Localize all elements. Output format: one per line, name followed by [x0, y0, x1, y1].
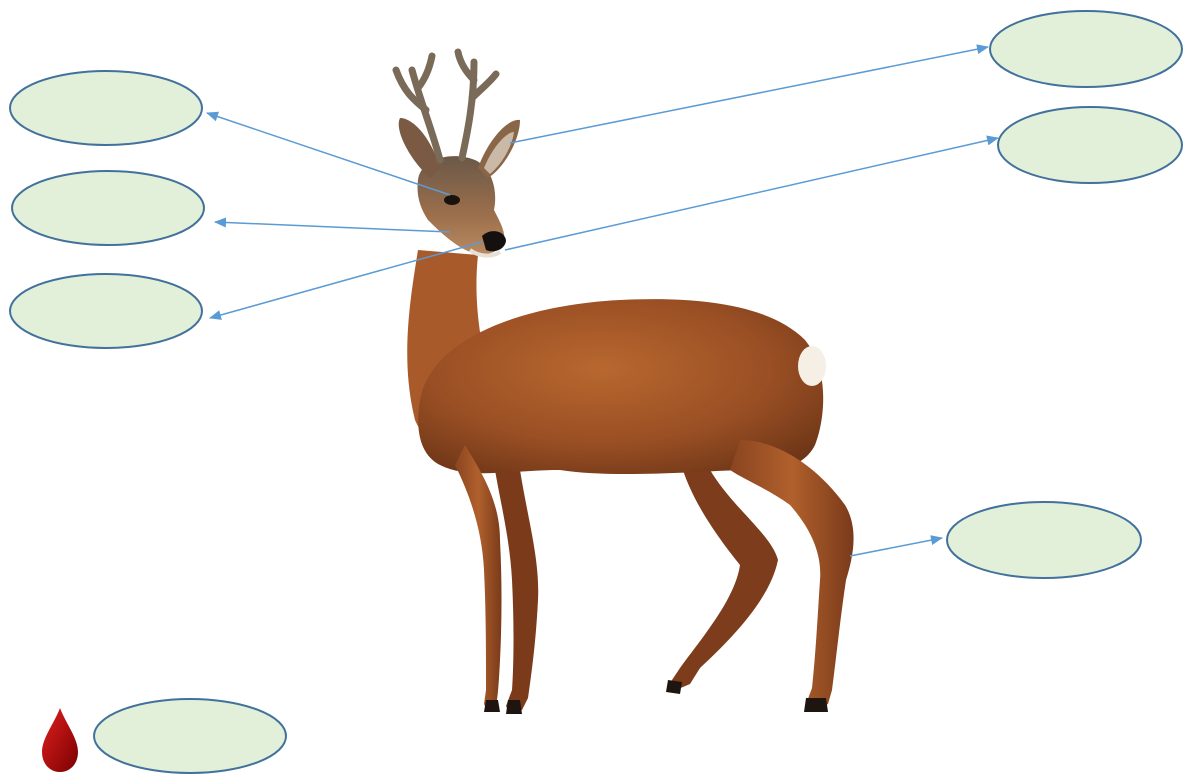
- label-bubble-nose-right[interactable]: [998, 107, 1182, 183]
- deer-nose: [482, 231, 506, 251]
- hoof: [666, 680, 682, 694]
- label-bubble-blood-drop[interactable]: [94, 699, 286, 773]
- arrow-nose-right: [505, 138, 998, 250]
- arrow-ear: [510, 47, 988, 143]
- label-bubble-nose[interactable]: [10, 274, 202, 348]
- label-bubble-ear[interactable]: [990, 11, 1182, 87]
- label-bubble-muzzle[interactable]: [12, 171, 204, 245]
- label-bubble-leg[interactable]: [947, 502, 1141, 578]
- arrow-leg: [850, 538, 942, 556]
- label-bubble-eye[interactable]: [10, 71, 202, 145]
- hoof: [506, 700, 522, 714]
- blood-drop-icon: [42, 708, 78, 772]
- hoof: [804, 698, 828, 712]
- front-leg-near: [455, 445, 502, 712]
- arrow-muzzle: [215, 222, 450, 232]
- deer-eye: [444, 195, 460, 205]
- front-leg-far: [495, 470, 538, 714]
- rump-patch: [798, 346, 826, 386]
- roe-deer-illustration: [396, 52, 854, 714]
- hoof: [484, 700, 500, 712]
